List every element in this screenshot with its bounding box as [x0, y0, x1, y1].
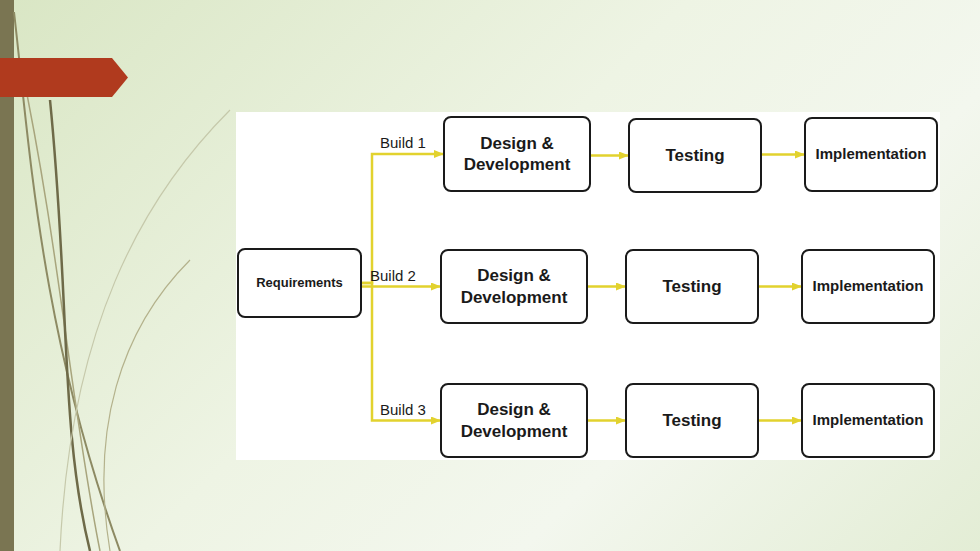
- requirements-box: Requirements: [237, 248, 362, 318]
- node-text: Requirements: [256, 275, 343, 291]
- node-text: Implementation: [813, 411, 924, 430]
- process-box: Design & Development: [440, 249, 588, 324]
- diagram-panel: [236, 112, 940, 460]
- node-text: Testing: [665, 145, 724, 166]
- process-box: Design & Development: [443, 116, 591, 192]
- flow-arrow: [759, 285, 801, 288]
- title-marker: [0, 58, 128, 97]
- process-box: Design & Development: [440, 383, 588, 458]
- process-box: Implementation: [801, 249, 935, 324]
- node-text: Design & Development: [442, 399, 586, 442]
- flow-arrow: [362, 285, 440, 288]
- flow-arrow: [362, 154, 443, 283]
- process-box: Implementation: [804, 117, 938, 192]
- node-text: Design & Development: [445, 133, 589, 176]
- flow-arrow: [588, 285, 625, 288]
- process-box: Testing: [625, 249, 759, 324]
- node-text: Design & Development: [442, 265, 586, 308]
- decor-curve: [20, 60, 100, 551]
- build-label: Build 3: [380, 401, 426, 418]
- process-box: Implementation: [801, 383, 935, 458]
- flow-arrow: [759, 419, 801, 422]
- flow-arrow: [362, 283, 440, 421]
- flow-arrow: [591, 154, 628, 157]
- node-text: Implementation: [816, 145, 927, 164]
- flow-arrow: [588, 419, 625, 422]
- build-label: Build 1: [380, 134, 426, 151]
- decor-curve: [60, 110, 230, 551]
- process-box: Testing: [628, 118, 762, 193]
- decor-curve: [104, 260, 190, 551]
- decor-curve: [50, 100, 90, 551]
- flow-arrow: [762, 153, 804, 156]
- build-label: Build 2: [370, 267, 416, 284]
- node-text: Implementation: [813, 277, 924, 296]
- node-text: Testing: [662, 276, 721, 297]
- node-text: Testing: [662, 410, 721, 431]
- process-box: Testing: [625, 383, 759, 458]
